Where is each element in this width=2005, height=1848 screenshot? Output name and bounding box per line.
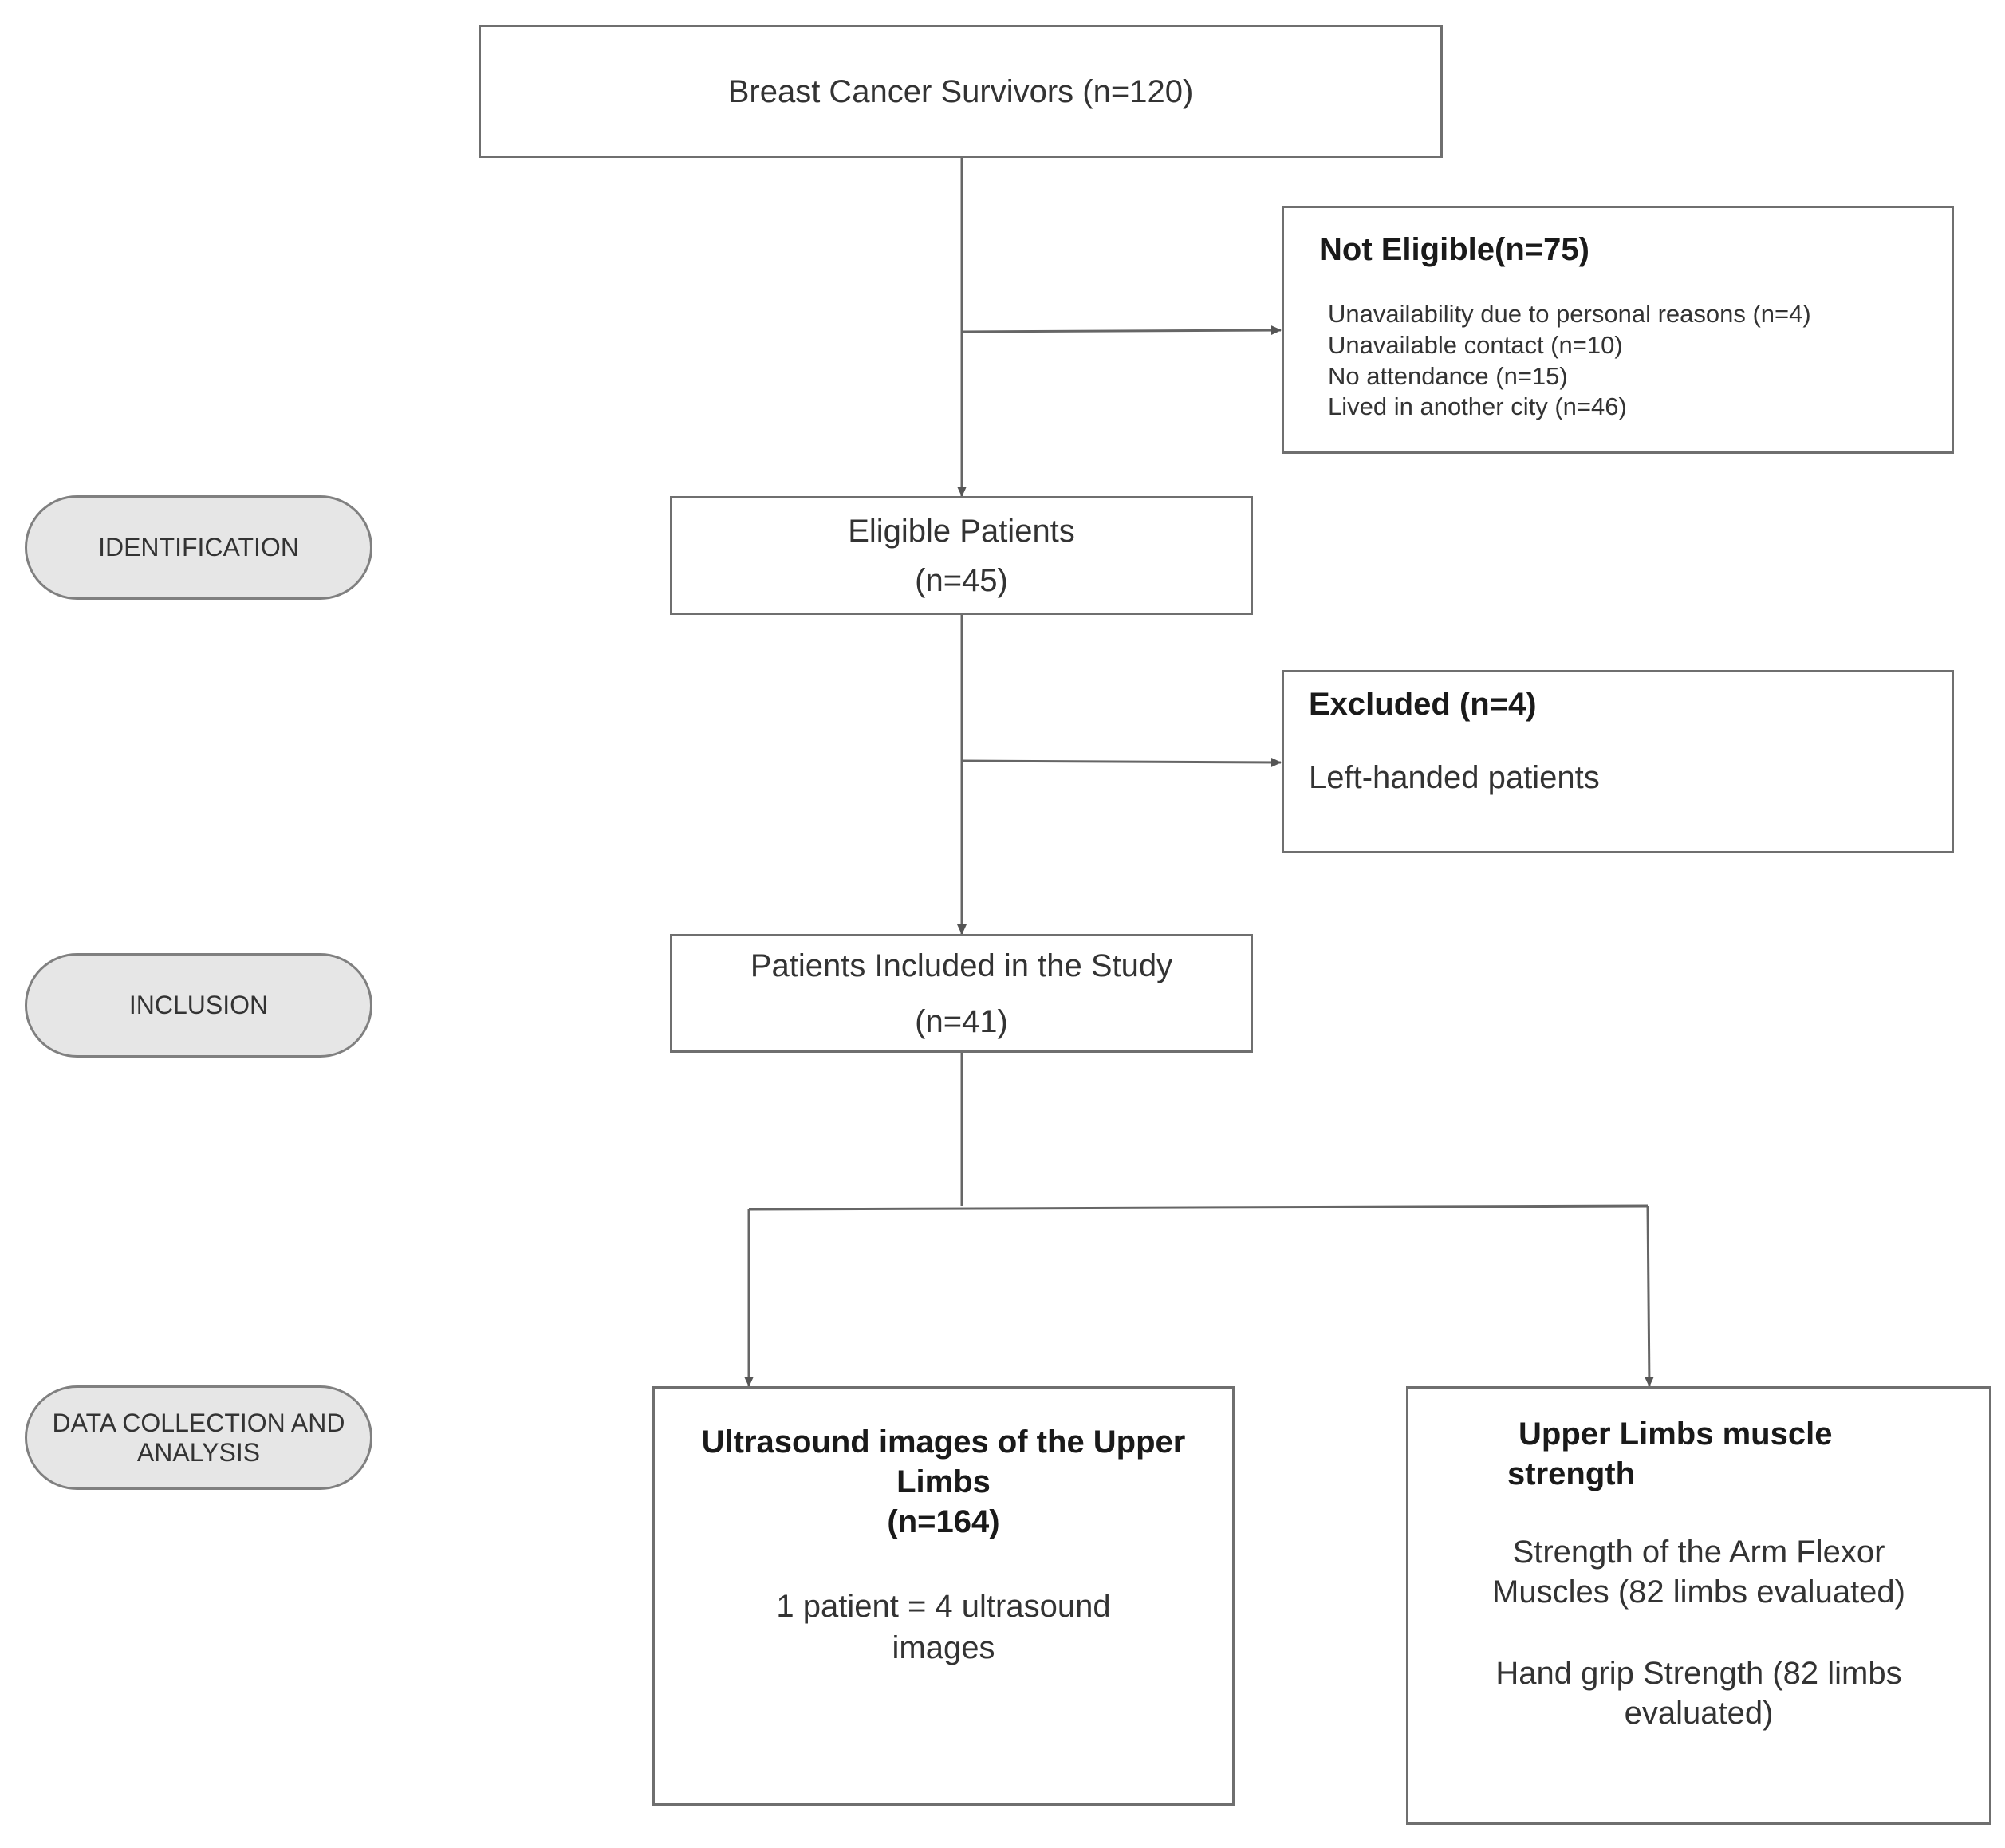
ultrasound-title-line1: Ultrasound images of the Upper: [701, 1424, 1186, 1460]
arrow-to-not-eligible: [961, 325, 1282, 336]
arrow-to-strength: [1644, 1205, 1654, 1387]
strength-item1-line2: Muscles (82 limbs evaluated): [1492, 1574, 1905, 1610]
ultrasound-title-line2: Limbs: [896, 1464, 991, 1499]
stage-data-collection: DATA COLLECTION AND ANALYSIS: [25, 1385, 372, 1490]
not-eligible-reasons: Unavailability due to personal reasons (…: [1328, 299, 1811, 423]
included-count: (n=41): [915, 1003, 1008, 1039]
stage-identification-label: IDENTIFICATION: [98, 533, 299, 562]
excluded-box: Excluded (n=4) Left-handed patients: [1282, 670, 1954, 853]
strength-item-hand-grip: Hand grip Strength (82 limbs evaluated): [1408, 1653, 1989, 1733]
survivors-box: Breast Cancer Survivors (n=120): [479, 25, 1443, 158]
not-eligible-reason: Unavailable contact (n=10): [1328, 330, 1623, 359]
ultrasound-count: (n=164): [887, 1504, 1000, 1539]
ultrasound-box: Ultrasound images of the Upper Limbs (n=…: [652, 1386, 1235, 1806]
excluded-reason: Left-handed patients: [1309, 760, 1600, 795]
connector-horizontal-split: [748, 1204, 1649, 1211]
stage-data-collection-label-1: DATA COLLECTION AND: [52, 1408, 345, 1437]
survivors-label: Breast Cancer Survivors (n=120): [727, 73, 1194, 109]
not-eligible-title: Not Eligible(n=75): [1319, 232, 1589, 267]
included-label: Patients Included in the Study: [750, 948, 1173, 983]
strength-item2-line1: Hand grip Strength (82 limbs: [1495, 1656, 1902, 1691]
ultrasound-note-line2: images: [892, 1630, 995, 1665]
stage-inclusion: INCLUSION: [25, 953, 372, 1058]
ultrasound-note: 1 patient = 4 ultrasound images: [655, 1586, 1232, 1669]
included-box: Patients Included in the Study (n=41): [670, 934, 1253, 1053]
eligible-count: (n=45): [915, 562, 1008, 598]
eligible-label: Eligible Patients: [848, 513, 1075, 549]
not-eligible-reason: Lived in another city (n=46): [1328, 392, 1627, 421]
strength-item1-line1: Strength of the Arm Flexor: [1512, 1535, 1885, 1570]
strength-item2-line2: evaluated): [1624, 1696, 1774, 1731]
arrow-to-excluded: [961, 757, 1282, 767]
ultrasound-title: Ultrasound images of the Upper Limbs (n=…: [655, 1422, 1232, 1542]
stage-identification: IDENTIFICATION: [25, 495, 372, 600]
stage-data-collection-label-2: ANALYSIS: [136, 1437, 261, 1467]
not-eligible-box: Not Eligible(n=75) Unavailability due to…: [1282, 206, 1954, 454]
not-eligible-reason: No attendance (n=15): [1328, 361, 1568, 390]
stage-inclusion-label: INCLUSION: [128, 991, 269, 1020]
excluded-title: Excluded (n=4): [1309, 687, 1537, 722]
eligible-box: Eligible Patients (n=45): [670, 496, 1253, 615]
strength-item-arm-flexor: Strength of the Arm Flexor Muscles (82 l…: [1408, 1532, 1989, 1612]
not-eligible-reason: Unavailability due to personal reasons (…: [1328, 300, 1811, 328]
strength-box: Upper Limbs muscle strength Strength of …: [1406, 1386, 1991, 1825]
strength-title-line1: Upper Limbs muscle: [1519, 1417, 1833, 1452]
strength-title: Upper Limbs muscle strength: [1408, 1414, 1832, 1494]
ultrasound-note-line1: 1 patient = 4 ultrasound: [776, 1589, 1111, 1624]
strength-title-line2: strength: [1507, 1456, 1635, 1491]
